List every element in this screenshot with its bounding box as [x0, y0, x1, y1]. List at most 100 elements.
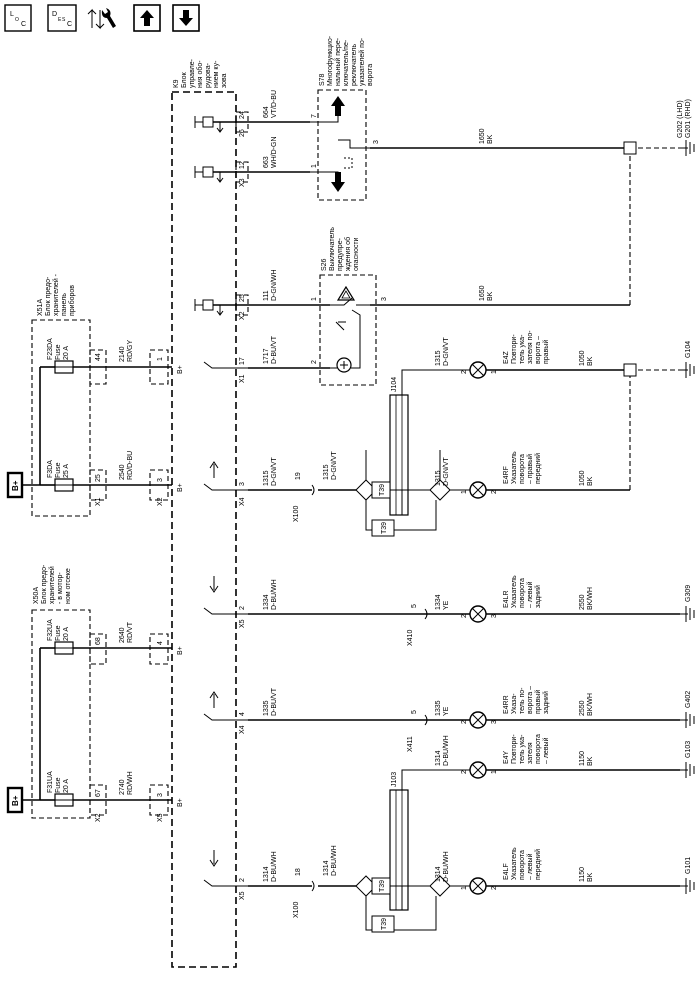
- diagram-label: 3: [157, 793, 164, 797]
- ground-symbol: [680, 762, 695, 778]
- diagram-label: 1050: [579, 350, 586, 366]
- diagram-label: 3: [373, 140, 380, 144]
- diagram-label: поворота: [519, 850, 526, 880]
- diagram-label: зателя по-: [527, 330, 534, 364]
- diagram-label: Выключатель: [329, 227, 336, 271]
- diagram-label: X410: [407, 630, 414, 646]
- diagram-label: D-BU/VT: [271, 335, 278, 364]
- diagram-label: ния обо-: [196, 60, 204, 88]
- diagram-label: D-GN/VT: [331, 451, 338, 481]
- diagram-label: поворота: [519, 454, 526, 484]
- diagram-label: D-BU/WH: [443, 735, 450, 766]
- diagram-label: ждения об: [344, 237, 352, 271]
- diagram-label: E4RR: [503, 695, 510, 714]
- diagram-label: 3: [381, 297, 388, 301]
- diagram-label: BK: [587, 756, 594, 766]
- diagram-label: VT/D-BU: [271, 90, 278, 118]
- diagram-label: 1315: [435, 470, 442, 486]
- diagram-label: D-GN/WH: [271, 270, 278, 302]
- lamp-e4rf: [469, 481, 630, 499]
- diagram-label: 5: [411, 710, 418, 714]
- diagram-label: 1334: [435, 594, 442, 610]
- diagram-label: RD/WH: [127, 771, 134, 795]
- diagram-label: 2540: [119, 464, 126, 480]
- diagram-label: B+: [177, 798, 184, 807]
- diagram-label: X100: [293, 506, 300, 522]
- diagram-label: BK: [487, 291, 494, 301]
- diagram-label: – левый: [526, 853, 534, 880]
- diagram-label: ном отсеке: [65, 568, 72, 604]
- diagram-label: 3: [239, 482, 246, 486]
- diagram-label: 1314: [323, 860, 330, 876]
- diagram-label: T39: [379, 484, 386, 496]
- diagram-label: Блок: [181, 71, 188, 88]
- diagram-label: 111: [263, 290, 270, 301]
- diagram-label: 3: [491, 614, 498, 618]
- diagram-label: J103: [391, 772, 398, 787]
- switch-s78-title: S78: [319, 73, 326, 86]
- diagram-label: 1: [461, 886, 468, 890]
- diagram-label: B+: [11, 795, 20, 806]
- diagram-label: опасности: [353, 237, 360, 271]
- loc-icon[interactable]: L O C: [4, 4, 32, 32]
- diagram-label: X4: [239, 725, 246, 734]
- diagram-label: 19: [295, 472, 302, 480]
- diagram-label: - в мотор-: [57, 572, 64, 604]
- module-x50a-title: X50A: [33, 587, 40, 604]
- diagram-label: T39: [381, 522, 388, 534]
- diagram-label: Указа-: [511, 693, 518, 714]
- diagram-label: E4Y: [503, 750, 510, 764]
- diagram-label: нием ку-: [213, 60, 220, 88]
- diagram-label: поворота: [519, 578, 526, 608]
- diagram-label: приборов: [68, 285, 76, 316]
- splice-j104: [311, 369, 470, 537]
- diagram-label: 1: [311, 297, 318, 301]
- diagram-label: 7: [311, 114, 318, 118]
- diagram-label: 1314: [263, 866, 270, 882]
- diagram-label: 1150: [579, 751, 586, 766]
- switch-s26: [319, 274, 377, 386]
- diagram-label: 1: [461, 490, 468, 494]
- diagram-label: Указатель: [511, 847, 518, 880]
- wrench-arrows-icon[interactable]: [87, 8, 116, 30]
- ground-symbol: [680, 606, 695, 622]
- diagram-label: X3: [239, 178, 246, 187]
- module-k9-body: [171, 91, 237, 968]
- diagram-label: F32UA: [47, 619, 54, 641]
- diagram-label: 25 A: [63, 464, 70, 478]
- grounds: [680, 140, 695, 894]
- diagram-label: 4: [157, 641, 164, 645]
- diagram-label: Блок предо-: [41, 564, 48, 604]
- diagram-label: рудова-: [205, 62, 212, 88]
- diagram-label: нальный пере-: [334, 37, 342, 86]
- diagram-label: D-BU/WH: [443, 851, 450, 882]
- diagram-label: тель по-: [519, 687, 526, 714]
- diagram-label: 2: [239, 878, 246, 882]
- diagram-label: C: [67, 21, 72, 28]
- diagram-label: 2140: [119, 346, 126, 362]
- diagram-label: 67: [95, 789, 102, 797]
- desc-icon[interactable]: D E S C: [47, 4, 77, 32]
- switch-s26-title: S26: [321, 258, 328, 271]
- diagram-label: J104: [391, 377, 398, 392]
- diagram-label: G104: [685, 341, 692, 358]
- diagram-label: 68: [95, 637, 102, 645]
- diagram-label: E4RF: [503, 466, 510, 484]
- diagram-label: Указатель: [511, 575, 518, 608]
- diagram-label: G309: [685, 585, 692, 602]
- arrow-down-icon[interactable]: [172, 4, 200, 32]
- lamp-e4lf: [469, 877, 680, 895]
- diagram-label: BK: [587, 476, 594, 486]
- diagram-label: G103: [685, 741, 692, 758]
- diagram-label: 1314: [435, 750, 442, 766]
- arrow-up-icon[interactable]: [133, 4, 161, 32]
- diagram-label: RD/GY: [127, 340, 134, 363]
- diagram-label: Fuse: [55, 625, 62, 641]
- diagram-label: D-BU/WH: [271, 851, 278, 882]
- diagram-label: X5: [239, 891, 246, 900]
- toolbar: L O C D E S C: [4, 4, 200, 32]
- diagram-label: L: [10, 11, 14, 18]
- diagram-label: 44: [95, 353, 102, 361]
- diagram-label: 2: [461, 720, 468, 724]
- diagram-label: 26: [239, 129, 246, 137]
